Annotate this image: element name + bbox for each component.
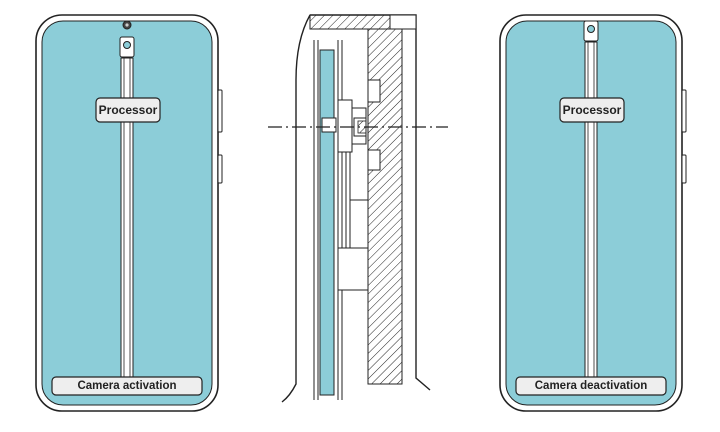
right-phone bbox=[499, 14, 687, 412]
cross-section-view bbox=[268, 14, 448, 403]
right-camera-lens-icon bbox=[587, 25, 595, 33]
right-processor-box bbox=[559, 97, 625, 123]
processor-block bbox=[337, 247, 369, 291]
right-phone-volume-button bbox=[681, 89, 687, 133]
right-processor-label: Processor bbox=[562, 103, 622, 117]
top-frame bbox=[309, 14, 391, 30]
left-phone-power-button bbox=[217, 154, 223, 184]
motor-block bbox=[349, 199, 369, 249]
left-processor-label: Processor bbox=[98, 103, 158, 117]
display-panel-section bbox=[319, 49, 335, 396]
camera-lens-section bbox=[321, 117, 337, 133]
camera-slider bbox=[337, 99, 353, 153]
right-camera-deactivation-label: Camera deactivation bbox=[534, 380, 648, 392]
housing-outline bbox=[310, 14, 431, 391]
right-camera-rail bbox=[584, 41, 598, 379]
left-processor-box bbox=[95, 97, 161, 123]
right-status-bar bbox=[515, 376, 667, 396]
right-phone-power-button bbox=[681, 154, 687, 184]
left-phone bbox=[35, 14, 223, 412]
left-camera-activation-label: Camera activation bbox=[77, 380, 177, 392]
left-status-bar bbox=[51, 376, 203, 396]
left-phone-volume-button bbox=[217, 89, 223, 133]
